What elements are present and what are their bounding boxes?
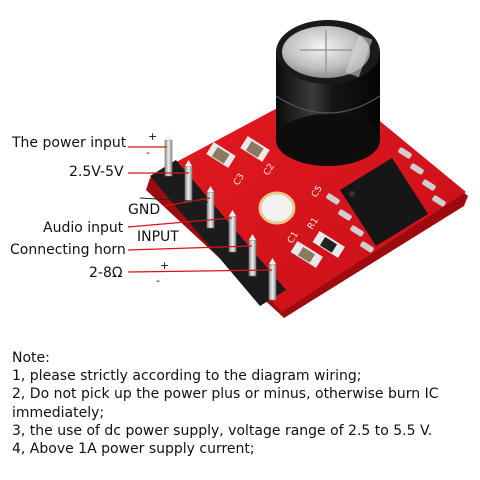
pin-header (150, 134, 286, 306)
note-line-2: 2, Do not pick up the power plus or minu… (12, 386, 439, 421)
note-line-4: 4, Above 1A power supply current; (12, 441, 255, 458)
speaker-plus-sign: + (160, 259, 170, 272)
connecting-horn-label: Connecting horn (10, 242, 126, 258)
power-plus-sign: + (148, 130, 158, 143)
ohm-label: 2-8Ω (89, 265, 123, 281)
notes-title: Note: (12, 350, 50, 366)
speaker-minus-sign: - (156, 274, 160, 287)
electrolytic-capacitor (275, 20, 381, 166)
input-label: INPUT (137, 229, 179, 245)
smd-components (206, 136, 345, 268)
leader-lines (127, 146, 273, 273)
note-line-1: 1, please strictly according to the diag… (12, 368, 362, 385)
amplifier-ic-chip (326, 147, 446, 253)
audio-input-label: Audio input (43, 220, 124, 236)
power-minus-sign: - (146, 146, 150, 159)
mounting-hole (258, 191, 296, 225)
power-input-label: The power input (12, 135, 127, 151)
voltage-label: 2.5V-5V (69, 164, 124, 180)
notes-section: Note: 1, please strictly according to th… (12, 349, 472, 458)
gnd-label: GND (128, 202, 161, 218)
amplifier-board-photo: C3 C2 C1 R1 C5 (127, 20, 468, 318)
note-line-3: 3, the use of dc power supply, voltage r… (12, 422, 433, 439)
